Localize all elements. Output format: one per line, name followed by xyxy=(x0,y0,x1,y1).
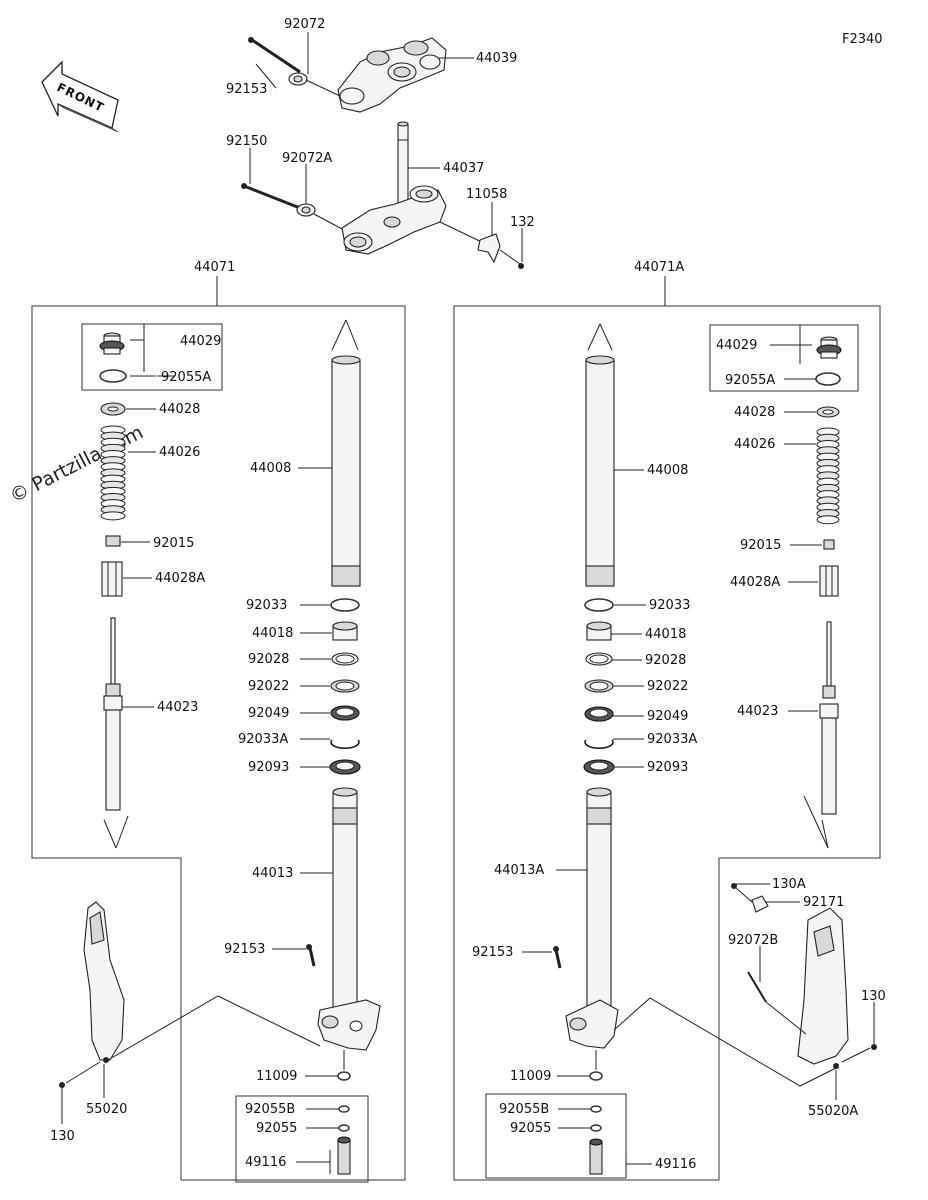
callout-R-92072B: 92072B xyxy=(728,933,778,948)
left-fork-spring xyxy=(100,425,126,521)
callout-R-92049: 92049 xyxy=(647,709,688,724)
callout-L-92033A: 92033A xyxy=(238,732,288,747)
callout-R-92015: 92015 xyxy=(740,538,781,553)
callout-R-44026: 44026 xyxy=(734,437,775,452)
callout-92072A: 92072A xyxy=(282,151,332,166)
callout-L-44026: 44026 xyxy=(159,445,200,460)
watermark: © Partzilla.com xyxy=(6,421,147,507)
assembly-label-right: 44071A xyxy=(634,260,684,275)
callout-L-92055B: 92055B xyxy=(245,1102,295,1117)
right-fork-spring xyxy=(816,427,840,525)
callout-R-92033: 92033 xyxy=(649,598,690,613)
callout-L-44013: 44013 xyxy=(252,866,293,881)
left-outer-tube xyxy=(331,359,361,587)
callout-L-44028A: 44028A xyxy=(155,571,205,586)
callout-R-11009: 11009 xyxy=(510,1069,551,1084)
figure-code: F2340 xyxy=(842,32,883,47)
callout-132: 132 xyxy=(510,215,535,230)
callout-L-92028: 92028 xyxy=(248,652,289,667)
callout-R-44028A: 44028A xyxy=(730,575,780,590)
callout-44039: 44039 xyxy=(476,51,517,66)
callout-44037: 44037 xyxy=(443,161,484,176)
callout-11058: 11058 xyxy=(466,187,507,202)
callout-R-44029: 44029 xyxy=(716,338,757,353)
callout-L-44023: 44023 xyxy=(157,700,198,715)
right-fork-frame xyxy=(453,305,881,1181)
callout-L-92015: 92015 xyxy=(153,536,194,551)
callout-92150: 92150 xyxy=(226,134,267,149)
callout-R-92028: 92028 xyxy=(645,653,686,668)
callout-R-44028: 44028 xyxy=(734,405,775,420)
callout-R-130: 130 xyxy=(861,989,886,1004)
callout-92153-top: 92153 xyxy=(226,82,267,97)
callout-L-44018: 44018 xyxy=(252,626,293,641)
callout-R-44008: 44008 xyxy=(647,463,688,478)
callout-R-92033A: 92033A xyxy=(647,732,697,747)
callout-R-44018: 44018 xyxy=(645,627,686,642)
callout-L-44028: 44028 xyxy=(159,402,200,417)
callout-L-92055A: 92055A xyxy=(161,370,211,385)
callout-R-92093: 92093 xyxy=(647,760,688,775)
front-arrow-icon: FRONT xyxy=(41,60,119,133)
callout-L-49116: 49116 xyxy=(245,1155,286,1170)
callout-L-44008: 44008 xyxy=(250,461,291,476)
right-outer-tube xyxy=(585,359,615,587)
callout-L-130: 130 xyxy=(50,1129,75,1144)
callout-R-92055: 92055 xyxy=(510,1121,551,1136)
callout-R-44023: 44023 xyxy=(737,704,778,719)
callout-L-92055: 92055 xyxy=(256,1121,297,1136)
callout-R-49116: 49116 xyxy=(655,1157,696,1172)
callout-92072: 92072 xyxy=(284,17,325,32)
callout-L-92153: 92153 xyxy=(224,942,265,957)
callout-L-92093: 92093 xyxy=(248,760,289,775)
left-inner-tube xyxy=(332,791,358,1033)
callout-R-92153: 92153 xyxy=(472,945,513,960)
callout-R-92055B: 92055B xyxy=(499,1102,549,1117)
left-fork-frame xyxy=(31,305,406,1181)
callout-R-92022: 92022 xyxy=(647,679,688,694)
right-fork-internals-drawing xyxy=(485,323,877,1179)
callout-R-44013A: 44013A xyxy=(494,863,544,878)
callout-L-92033: 92033 xyxy=(246,598,287,613)
callout-R-55020A: 55020A xyxy=(808,1104,858,1119)
left-fork-internals-drawing xyxy=(59,319,381,1183)
callout-L-55020: 55020 xyxy=(86,1102,127,1117)
callout-L-92049: 92049 xyxy=(248,706,289,721)
callout-R-130A: 130A xyxy=(772,877,806,892)
callout-R-92055A: 92055A xyxy=(725,373,775,388)
lower-clamp-stem-drawing xyxy=(241,121,524,269)
callout-L-11009: 11009 xyxy=(256,1069,297,1084)
callout-L-92022: 92022 xyxy=(248,679,289,694)
upper-clamp-drawing xyxy=(248,37,447,113)
assembly-label-left: 44071 xyxy=(194,260,235,275)
callout-L-44029: 44029 xyxy=(180,334,221,349)
callout-R-92171: 92171 xyxy=(803,895,844,910)
right-inner-tube xyxy=(586,791,612,1033)
